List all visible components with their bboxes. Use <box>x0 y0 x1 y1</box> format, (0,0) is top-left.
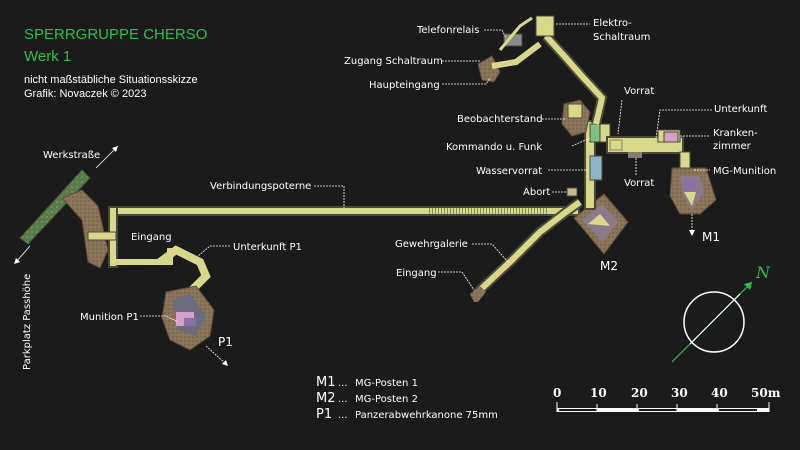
legend-sep-m2: ... <box>338 394 348 405</box>
title: SPERRGRUPPE CHERSO <box>24 26 207 43</box>
label-schaltraum: Schaltraum <box>593 32 650 43</box>
label-verbindungspoterne: Verbindungspoterne <box>210 181 311 192</box>
label-unterkunft: Unterkunft <box>714 104 767 115</box>
legend-text-p1: Panzerabwehrkanone 75mm <box>355 410 498 421</box>
legend-key-m1: M1 <box>316 375 336 390</box>
scale-bar: 0 10 20 30 40 50m <box>553 386 781 412</box>
subtitle-werk: Werk 1 <box>24 48 71 65</box>
label-m1: M1 <box>702 230 720 244</box>
label-mg-munition: MG-Munition <box>713 166 776 177</box>
credit: Grafik: Novaczek © 2023 <box>24 88 146 100</box>
m1-casemate <box>669 167 717 215</box>
label-unterkunft-p1: Unterkunft P1 <box>233 242 302 253</box>
scale-tick-10: 10 <box>590 386 607 400</box>
legend-sep-p1: ... <box>338 410 348 421</box>
north-letter: N <box>755 263 771 282</box>
label-vorrat-bottom: Vorrat <box>624 178 654 189</box>
label-zugang-schaltraum: Zugang Schaltraum <box>344 56 443 67</box>
label-eingang-left: Eingang <box>131 232 172 243</box>
legend-text-m2: MG-Posten 2 <box>355 394 418 405</box>
label-elektro: Elektro- <box>593 18 632 29</box>
label-munition-p1: Munition P1 <box>80 312 139 323</box>
label-vorrat-top: Vorrat <box>624 86 654 97</box>
label-kranken: Kranken- <box>713 128 758 139</box>
label-eingang-bottom: Eingang <box>396 268 437 279</box>
label-abort: Abort <box>523 187 550 198</box>
legend-key-p1: P1 <box>316 407 332 422</box>
label-m2: M2 <box>600 259 618 273</box>
label-zimmer: zimmer <box>713 141 752 152</box>
label-p1: P1 <box>218 335 233 349</box>
north-arrow: N <box>671 263 771 363</box>
label-parkplatz: Parkplatz Passhöhe <box>22 274 33 370</box>
scale-tick-40: 40 <box>711 386 728 400</box>
label-werkstrasse: Werkstraße <box>43 150 100 161</box>
label-kommando: Kommando u. Funk <box>446 142 542 153</box>
scale-tick-30: 30 <box>671 386 688 400</box>
gewehrgalerie-tunnel <box>470 197 583 302</box>
note-scale: nicht maßstäbliche Situationsskizze <box>24 74 198 86</box>
p1-casemate <box>161 285 215 351</box>
label-haupteingang: Haupteingang <box>369 80 440 91</box>
unterkunft-complex <box>606 129 691 175</box>
label-wasservorrat: Wasservorrat <box>476 166 542 177</box>
labels: Telefonrelais Elektro- Schaltraum Zugang… <box>14 18 776 370</box>
werkstrasse-road <box>19 169 109 269</box>
scale-tick-50: 50m <box>751 386 781 400</box>
legend: M1 ... MG-Posten 1 M2 ... MG-Posten 2 P1… <box>316 375 498 422</box>
legend-text-m1: MG-Posten 1 <box>355 378 418 389</box>
scale-tick-20: 20 <box>631 386 648 400</box>
scale-tick-0: 0 <box>553 386 561 400</box>
label-gewehrgalerie: Gewehrgalerie <box>395 239 468 250</box>
label-telefonrelais: Telefonrelais <box>416 25 479 36</box>
m2-casemate <box>573 193 629 255</box>
upper-corridor <box>477 15 608 126</box>
abort-room <box>566 187 578 197</box>
verbindungspoterne-tunnel <box>108 206 580 216</box>
legend-sep-m1: ... <box>338 378 348 389</box>
command-area <box>561 99 611 143</box>
label-beobachterstand: Beobachterstand <box>457 114 543 125</box>
legend-key-m2: M2 <box>316 391 336 406</box>
